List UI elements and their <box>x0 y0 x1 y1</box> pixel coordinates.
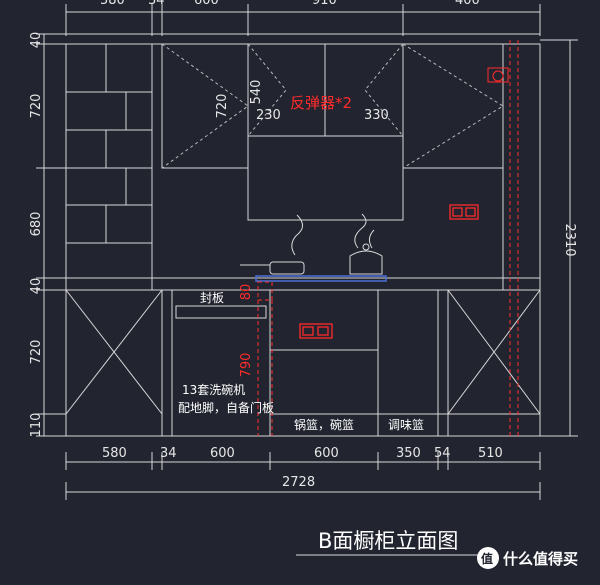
drawing-title: B面橱柜立面图 <box>318 529 458 553</box>
watermark-text: 什么值得买 <box>503 550 578 568</box>
annotation-540: 540 <box>249 80 264 105</box>
right-dimension <box>540 39 578 437</box>
total-width-dim: 2728 <box>282 475 315 490</box>
pot-bowl-basket-label: 锅篮，碗篮 <box>294 417 354 432</box>
left-dim-680: 680 <box>29 212 44 237</box>
bottom-dim-54: 54 <box>434 446 451 461</box>
bottom-dim-600a: 600 <box>210 446 235 461</box>
left-dim-720-bottom: 720 <box>29 340 44 365</box>
bottom-dim-510: 510 <box>478 446 503 461</box>
annotation-330: 330 <box>364 108 389 123</box>
top-dim-1: 580 <box>100 0 125 8</box>
watermark-logo-icon <box>477 547 499 569</box>
hood-label: 反弹器*2 <box>290 94 352 112</box>
dishwasher-label: 13套洗碗机 <box>182 382 245 397</box>
top-dim-2: 34 <box>148 0 165 8</box>
annotation-790: 790 <box>239 353 254 378</box>
annotation-230: 230 <box>256 108 281 123</box>
top-dim-4: 910 <box>312 0 337 8</box>
bottom-dim-350: 350 <box>396 446 421 461</box>
bottom-dim-580: 580 <box>102 446 127 461</box>
bottom-dimension-chain <box>65 452 541 500</box>
right-dim-2310: 2310 <box>562 223 577 256</box>
watermark-badge: 值 <box>481 551 493 566</box>
power-sockets <box>299 204 479 339</box>
cabinet-linework <box>65 33 541 437</box>
top-dim-5: 400 <box>455 0 480 8</box>
left-dim-110: 110 <box>29 413 44 438</box>
red-service-lines <box>257 40 519 436</box>
end-panel-label: 封板 <box>200 291 224 305</box>
bottom-dim-600b: 600 <box>314 446 339 461</box>
annotation-720-upper: 720 <box>215 94 230 119</box>
red-wall-appliance <box>487 67 509 83</box>
bottom-dim-34: 34 <box>160 446 177 461</box>
cooking-pots <box>240 213 383 275</box>
annotation-80: 80 <box>239 284 254 301</box>
seasoning-basket-label: 调味篮 <box>388 417 424 432</box>
dishwasher-note: 配地脚，自备门板 <box>178 400 274 415</box>
left-dim-40-top: 40 <box>29 32 44 49</box>
upper-door-swing-lines <box>161 43 504 169</box>
cooktop <box>255 275 387 282</box>
left-dim-40-mid: 40 <box>29 278 44 295</box>
top-dimension-chain <box>65 4 541 36</box>
left-dimension-chain <box>36 33 66 437</box>
left-dim-720-top: 720 <box>29 94 44 119</box>
top-dim-3: 600 <box>194 0 219 8</box>
watermark: 值 什么值得买 <box>477 547 578 569</box>
